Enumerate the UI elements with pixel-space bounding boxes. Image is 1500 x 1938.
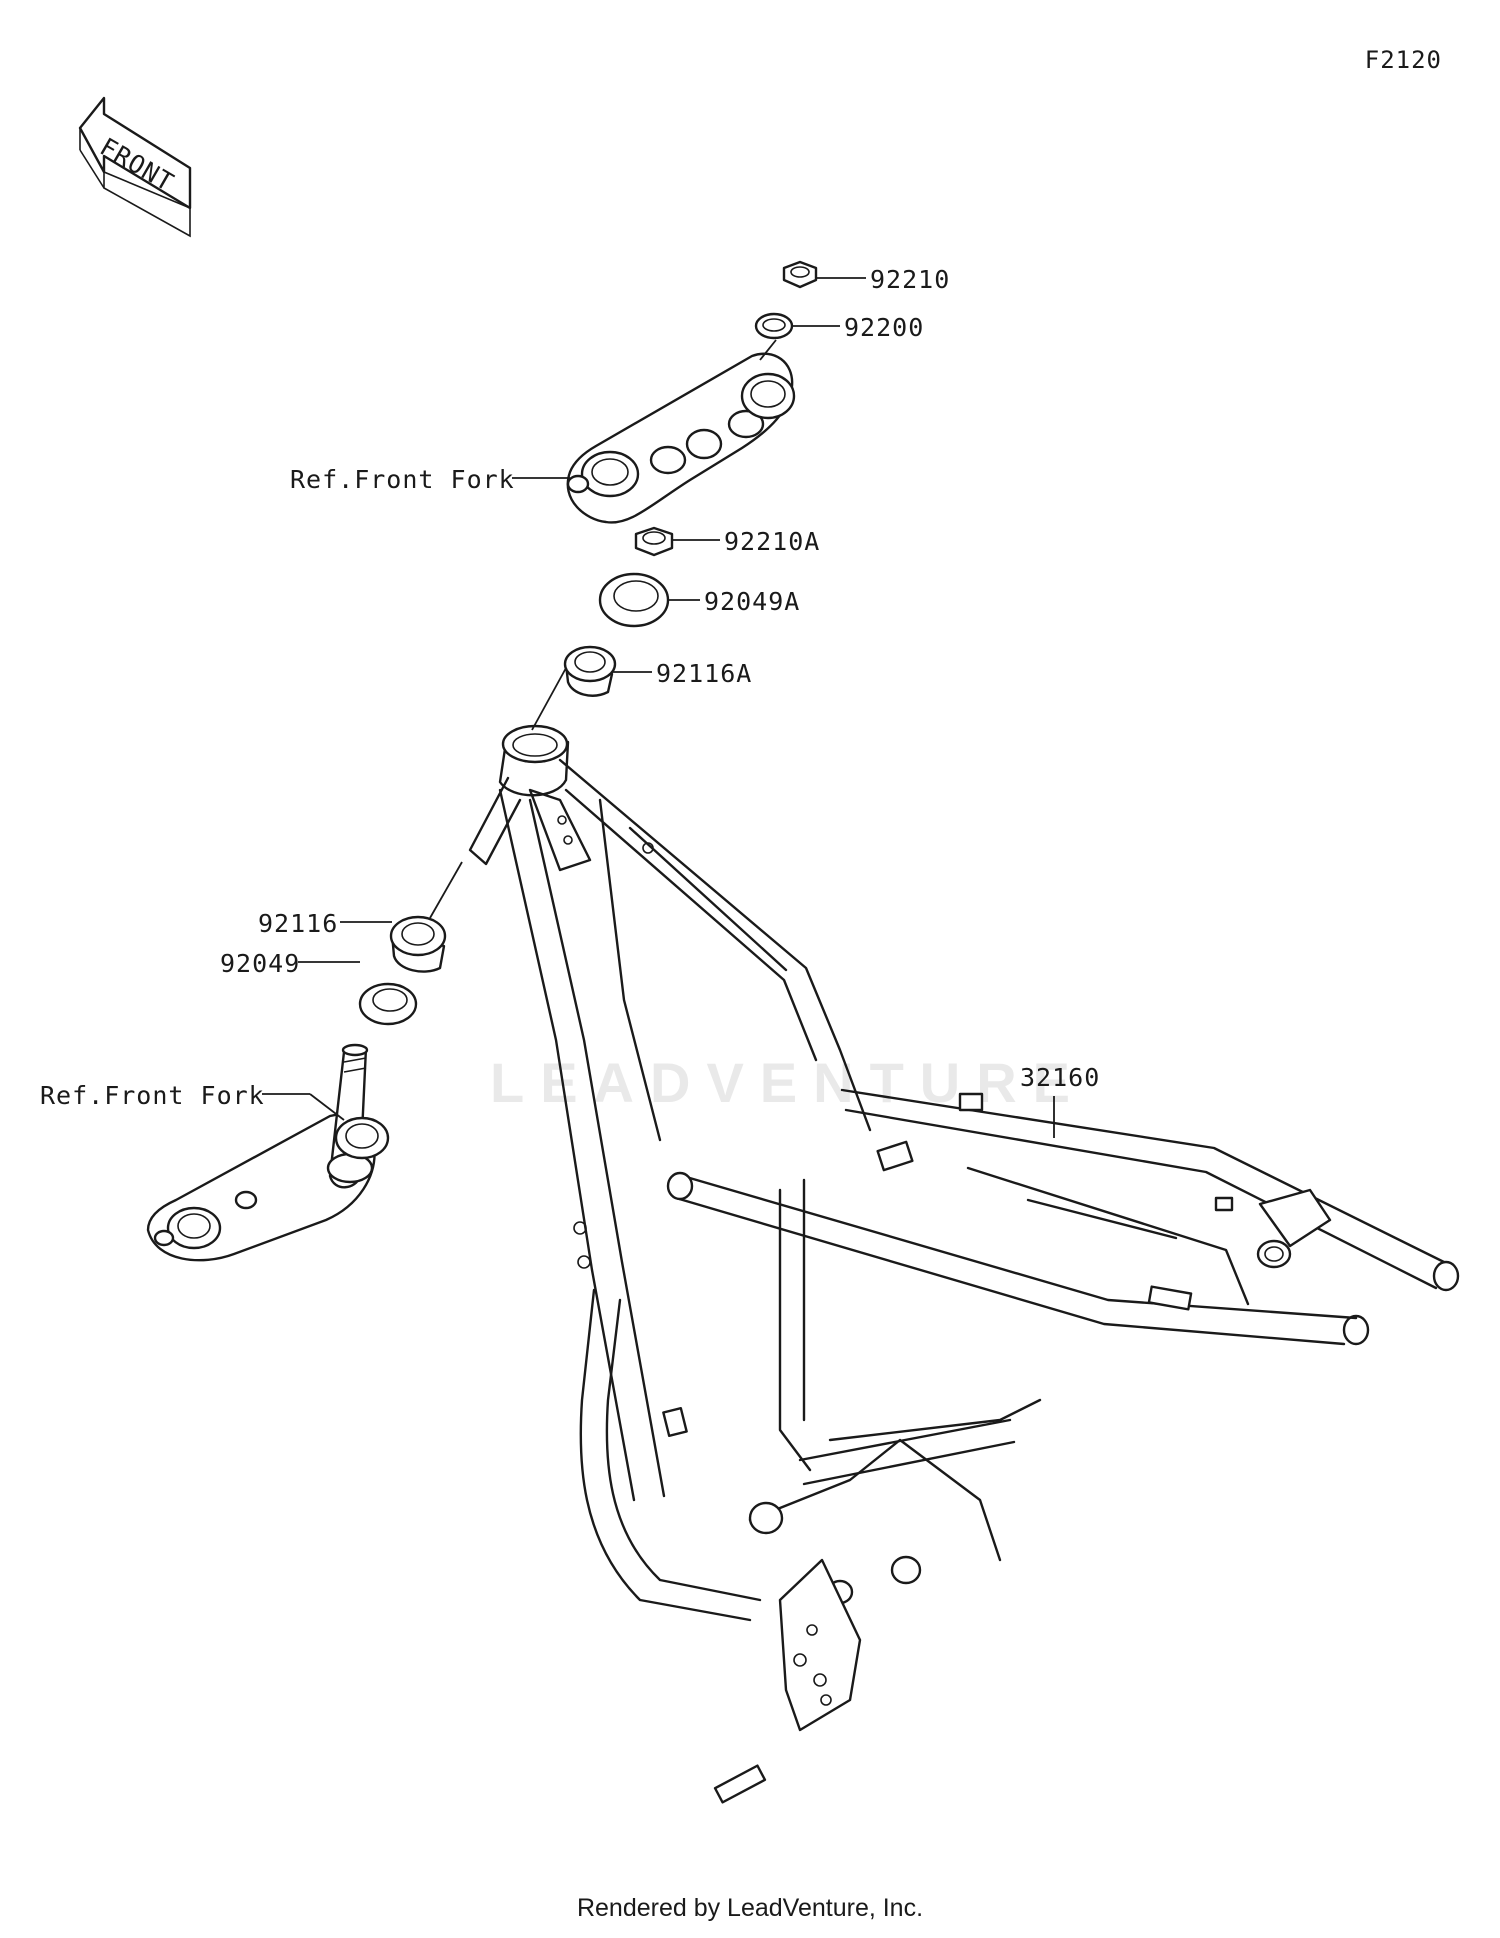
diagram-code: F2120 — [1364, 46, 1442, 74]
motorcycle-frame-icon — [468, 667, 1460, 1804]
callout-92210[interactable]: 92210 — [870, 265, 950, 294]
lower-seal-icon — [358, 982, 418, 1026]
leader-lines — [262, 277, 1055, 1121]
callout-92200[interactable]: 92200 — [844, 313, 924, 342]
callout-92210a[interactable]: 92210A — [724, 527, 820, 556]
upper-triple-clamp-icon — [566, 339, 796, 524]
callout-92116[interactable]: 92116 — [258, 909, 338, 938]
render-credit: Rendered by LeadVenture, Inc. — [576, 1894, 924, 1922]
callout-92049[interactable]: 92049 — [220, 949, 300, 978]
ref-front-fork-lower[interactable]: Ref.Front Fork — [40, 1081, 265, 1110]
lower-nut-icon — [634, 526, 674, 557]
upper-seal-icon — [598, 572, 670, 628]
lower-triple-clamp-icon — [146, 1043, 390, 1262]
callout-32160[interactable]: 32160 — [1020, 1063, 1100, 1092]
lower-bearing-icon — [389, 861, 463, 973]
callout-92049a[interactable]: 92049A — [704, 587, 800, 616]
steering-stem-nut-icon — [782, 260, 818, 289]
callout-92116a[interactable]: 92116A — [656, 659, 752, 688]
washer-icon — [754, 312, 794, 340]
ref-front-fork-upper[interactable]: Ref.Front Fork — [290, 465, 515, 494]
watermark-text: LEADVENTURE — [490, 1051, 1086, 1114]
upper-bearing-icon — [563, 645, 617, 697]
front-direction-arrow-icon: FRONT — [78, 96, 192, 238]
